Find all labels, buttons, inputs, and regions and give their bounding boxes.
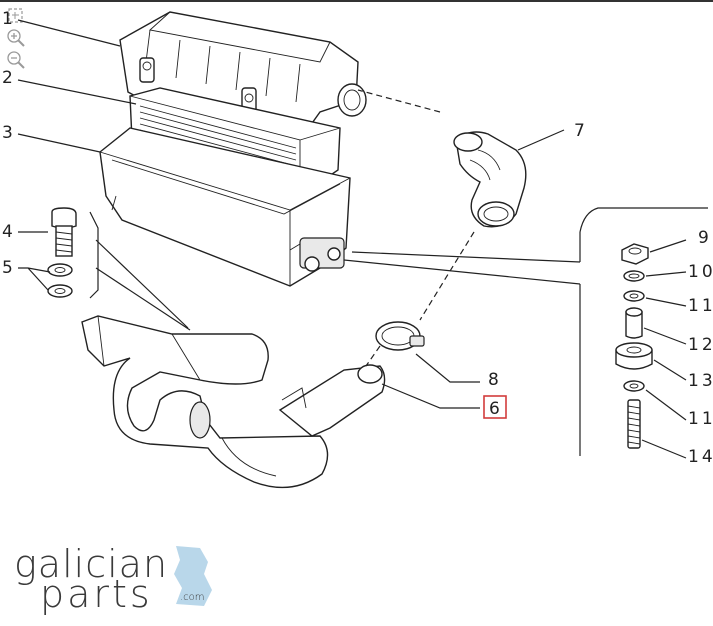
logo-line-1: galician bbox=[14, 542, 169, 586]
spring-washer bbox=[623, 270, 645, 282]
logo-map-shape bbox=[174, 546, 212, 606]
stud bbox=[627, 399, 641, 449]
callout-2[interactable]: 2 bbox=[2, 68, 13, 88]
top-border bbox=[0, 0, 713, 2]
fit-screen-icon[interactable] bbox=[6, 6, 26, 26]
rubber-hose bbox=[453, 131, 527, 228]
viewer-toolbar bbox=[6, 6, 28, 72]
hose-clamp bbox=[375, 321, 425, 351]
callout-6[interactable]: 6 bbox=[489, 399, 500, 419]
logo-suffix: .com bbox=[180, 592, 205, 603]
callout-11-lower[interactable]: 11 bbox=[688, 409, 713, 429]
washers bbox=[47, 263, 73, 298]
nut bbox=[621, 243, 649, 265]
galicianparts-logo: galician parts .com bbox=[14, 542, 224, 616]
air-filter-housing bbox=[99, 127, 351, 287]
callout-5[interactable]: 5 bbox=[2, 258, 13, 278]
spacer-sleeve bbox=[625, 307, 643, 339]
callout-8[interactable]: 8 bbox=[488, 370, 499, 390]
callout-10[interactable]: 10 bbox=[688, 262, 713, 282]
selected-callout-highlight bbox=[483, 395, 507, 419]
zoom-in-icon[interactable] bbox=[6, 28, 26, 48]
bolt bbox=[51, 207, 77, 257]
callout-14[interactable]: 14 bbox=[688, 447, 713, 467]
callout-4[interactable]: 4 bbox=[2, 222, 13, 242]
callout-1[interactable]: 1 bbox=[2, 9, 13, 29]
flat-washer-upper bbox=[623, 290, 645, 302]
callout-3[interactable]: 3 bbox=[2, 123, 13, 143]
callout-13[interactable]: 13 bbox=[688, 371, 713, 391]
zoom-out-icon[interactable] bbox=[6, 50, 26, 70]
logo-line-2: parts bbox=[40, 572, 153, 616]
callout-7[interactable]: 7 bbox=[574, 121, 585, 141]
callout-12[interactable]: 12 bbox=[688, 335, 713, 355]
callout-9[interactable]: 9 bbox=[698, 228, 709, 248]
rubber-mount bbox=[615, 342, 653, 370]
intake-duct bbox=[81, 315, 386, 489]
flat-washer-lower bbox=[623, 380, 645, 392]
callout-11-upper[interactable]: 11 bbox=[688, 296, 713, 316]
